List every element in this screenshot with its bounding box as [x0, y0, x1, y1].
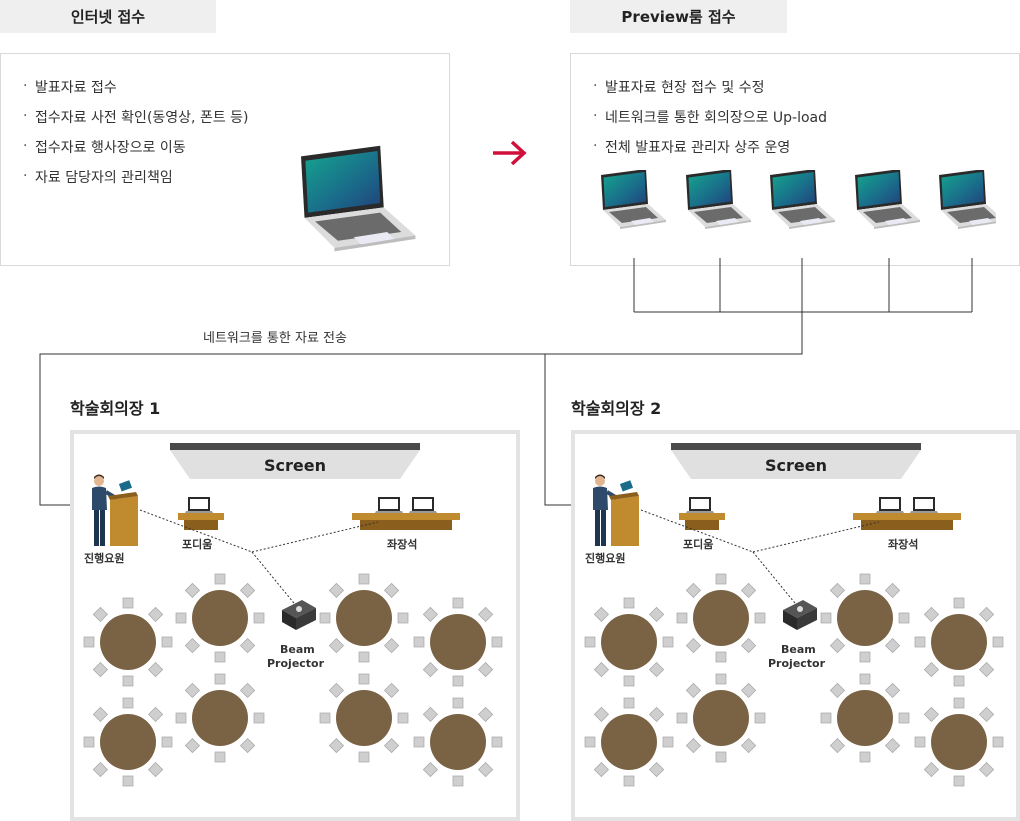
round-table [584, 597, 674, 687]
list-item: 네트워크를 통한 회의장으로 Up-load [593, 107, 827, 139]
hall-1: Screen 진행요원 포디움 좌장석 Beam Projector [70, 430, 520, 821]
round-table [676, 573, 766, 663]
podium-label: 포디움 [683, 538, 714, 551]
round-tables [83, 573, 503, 787]
round-table [413, 697, 503, 787]
lectern [609, 480, 639, 546]
seats-label: 좌장석 [888, 538, 919, 551]
list-item: 접수자료 사전 확인(동영상, 폰트 등) [23, 107, 249, 139]
seats-label: 좌장석 [387, 538, 418, 551]
round-table [83, 697, 173, 787]
projector-label-line2: Projector [267, 657, 325, 670]
list-item: 접수자료 행사장으로 이동 [23, 137, 249, 169]
round-table [175, 673, 265, 763]
screen-label: Screen [264, 456, 326, 475]
list-item: 발표자료 현장 접수 및 수정 [593, 77, 827, 109]
preview-list: 발표자료 현장 접수 및 수정 네트워크를 통한 회의장으로 Up-load 전… [593, 77, 827, 169]
chair-desk [352, 497, 460, 530]
round-table [584, 697, 674, 787]
round-tables [584, 573, 1004, 787]
internet-box: 발표자료 접수 접수자료 사전 확인(동영상, 폰트 등) 접수자료 행사장으로… [0, 53, 450, 266]
round-table [914, 697, 1004, 787]
internet-tab: 인터넷 접수 [0, 0, 216, 33]
podium-desk [178, 497, 224, 530]
round-table [676, 673, 766, 763]
staff-label: 진행요원 [585, 552, 626, 565]
screen [671, 443, 921, 479]
round-table [319, 673, 409, 763]
round-table [319, 573, 409, 663]
chair-desk [853, 497, 961, 530]
projector-label-line1: Beam [781, 643, 816, 656]
podium-label: 포디움 [182, 538, 213, 551]
round-table [820, 573, 910, 663]
projector-label-line1: Beam [280, 643, 315, 656]
list-item: 발표자료 접수 [23, 77, 249, 109]
list-item: 전체 발표자료 관리자 상주 운영 [593, 137, 827, 169]
preview-box: 발표자료 현장 접수 및 수정 네트워크를 통한 회의장으로 Up-load 전… [570, 53, 1020, 266]
projector-label-line2: Projector [768, 657, 826, 670]
screen [170, 443, 420, 479]
lectern [108, 480, 138, 546]
round-table [83, 597, 173, 687]
round-table [413, 597, 503, 687]
screen-label: Screen [765, 456, 827, 475]
staff-label: 진행요원 [84, 552, 125, 565]
round-table [820, 673, 910, 763]
hall-2-layout [584, 443, 1004, 787]
list-item: 자료 담당자의 관리책임 [23, 167, 249, 199]
round-table [914, 597, 1004, 687]
hall-1-title: 학술회의장 1 [70, 399, 161, 418]
round-table [175, 573, 265, 663]
person-icon [593, 474, 619, 546]
projector-icon [783, 600, 817, 630]
podium-desk [679, 497, 725, 530]
hall-2: Screen 진행요원 포디움 좌장석 Beam Projector [571, 430, 1020, 821]
network-label: 네트워크를 통한 자료 전송 [203, 331, 347, 346]
hall-1-layout [83, 443, 503, 787]
preview-tab: Preview룸 접수 [570, 0, 787, 33]
arrow-right-icon [493, 140, 527, 166]
hall-2-title: 학술회의장 2 [571, 399, 662, 418]
internet-list: 발표자료 접수 접수자료 사전 확인(동영상, 폰트 등) 접수자료 행사장으로… [23, 77, 249, 199]
projector-icon [282, 600, 316, 630]
